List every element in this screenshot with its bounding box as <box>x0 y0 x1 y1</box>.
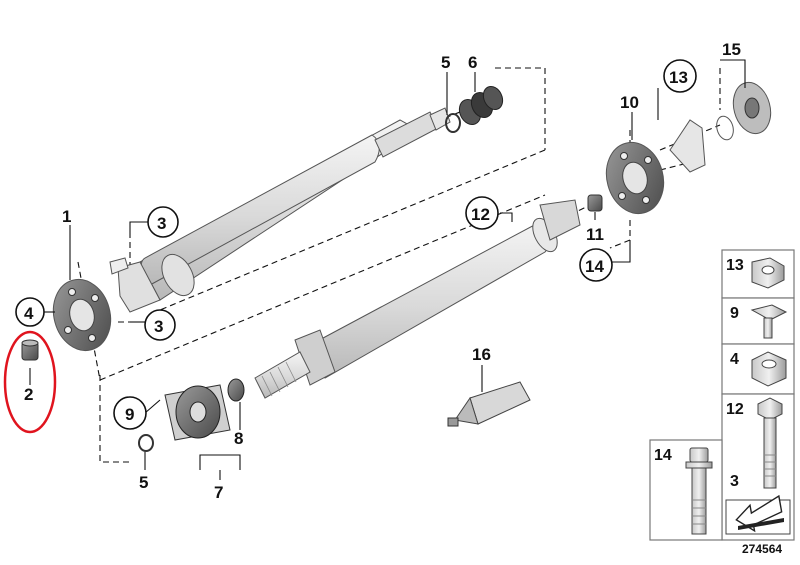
collar-nut-icon <box>751 257 785 289</box>
small-parts <box>138 85 603 452</box>
callout-1: 1 <box>62 207 71 226</box>
legend-9: 9 <box>730 305 739 322</box>
callout-5-lower: 5 <box>139 473 148 492</box>
callout-3-lower-text: 3 <box>154 317 163 336</box>
callout-8: 8 <box>234 429 243 448</box>
highlight-ellipse <box>3 330 57 434</box>
hex-bolt-icon <box>757 397 783 489</box>
callout-3-upper <box>147 206 179 238</box>
callout-2: 2 <box>24 385 33 404</box>
callout-15: 15 <box>722 40 741 59</box>
grease-tube <box>447 381 531 427</box>
flex-disc-front <box>52 278 112 352</box>
callout-12-text: 12 <box>471 205 490 224</box>
callout-7: 7 <box>214 483 223 502</box>
callout-3-upper-text: 3 <box>157 214 166 233</box>
rear-yoke <box>669 119 706 173</box>
output-flange <box>716 81 772 141</box>
callout-13-text: 13 <box>669 68 688 87</box>
callout-5-upper: 5 <box>441 53 450 72</box>
callout-14-text: 14 <box>585 257 604 276</box>
callouts: 1 3 4 3 2 5 6 10 13 15 12 11 14 16 9 8 5… <box>15 40 741 502</box>
callout-10: 10 <box>620 93 639 112</box>
callout-13 <box>663 59 697 93</box>
callout-14 <box>579 248 613 282</box>
torx-bolt-icon <box>685 447 713 535</box>
hardware-legend-panel: 13 9 4 12 3 14 <box>649 249 795 541</box>
callout-3-lower <box>144 309 176 341</box>
callout-6: 6 <box>468 53 477 72</box>
direction-arrow-icon <box>725 494 791 535</box>
hex-nut-icon <box>751 351 787 387</box>
legend-4: 4 <box>730 351 739 368</box>
callout-9-text: 9 <box>125 405 134 424</box>
legend-14: 14 <box>654 447 672 464</box>
protective-cap <box>458 85 504 126</box>
callout-16: 16 <box>472 345 491 364</box>
centering-sleeve <box>21 339 39 361</box>
reference-number: 274564 <box>742 542 782 556</box>
legend-12: 12 <box>726 401 744 418</box>
spline-ridges <box>261 361 297 397</box>
flex-disc-rear <box>605 141 665 215</box>
callout-4 <box>15 297 45 327</box>
callout-4-text: 4 <box>24 304 34 323</box>
hex-screw-icon <box>750 304 788 339</box>
callout-12 <box>465 196 499 230</box>
center-bearing <box>164 384 231 441</box>
callout-11: 11 <box>586 225 604 244</box>
front-propeller-shaft <box>109 107 451 313</box>
legend-3: 3 <box>730 473 739 490</box>
rear-propeller-shaft <box>254 199 581 399</box>
callout-9 <box>113 396 147 430</box>
legend-13: 13 <box>726 257 744 274</box>
